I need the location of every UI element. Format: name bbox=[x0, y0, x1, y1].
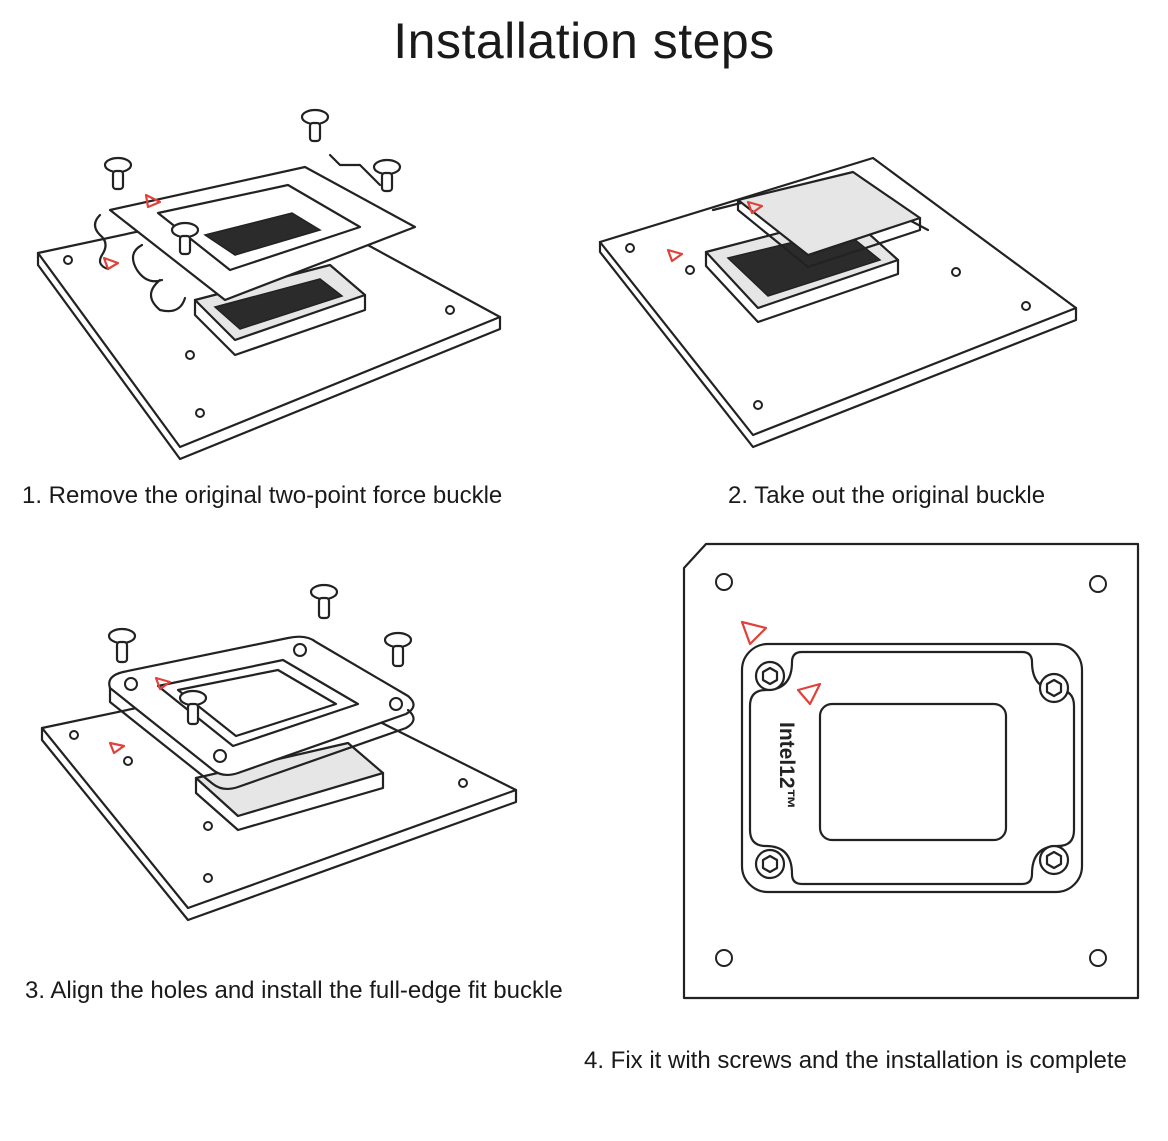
step4-illustration: Intel12™ bbox=[682, 542, 1140, 1000]
mounting-hole-icon bbox=[195, 408, 205, 418]
mounting-hole-icon bbox=[685, 265, 695, 275]
mounting-hole-icon bbox=[203, 873, 213, 883]
torx-screw-icon bbox=[754, 848, 786, 880]
step3-caption: 3. Align the holes and install the full-… bbox=[25, 977, 563, 1004]
installed-buckle: Intel12™ bbox=[740, 642, 1084, 894]
mounting-hole-icon bbox=[1089, 575, 1107, 593]
page-title: Installation steps bbox=[393, 13, 775, 69]
mounting-hole-icon bbox=[445, 305, 455, 315]
step4-caption: 4. Fix it with screws and the installati… bbox=[584, 1047, 1127, 1074]
brand-label: Intel12™ bbox=[775, 722, 798, 810]
mounting-hole-icon bbox=[389, 697, 403, 711]
mounting-hole-icon bbox=[715, 949, 733, 967]
screw-icon bbox=[178, 689, 208, 726]
mounting-hole-icon bbox=[1021, 301, 1031, 311]
cpu-window bbox=[818, 702, 1008, 842]
step2-caption: 2. Take out the original buckle bbox=[728, 482, 1046, 509]
alignment-triangle-icon bbox=[740, 620, 768, 646]
screw-icon bbox=[103, 156, 133, 191]
alignment-triangle-icon bbox=[746, 200, 764, 215]
motherboard-plate bbox=[598, 156, 1078, 449]
mounting-hole-icon bbox=[951, 267, 961, 277]
mounting-hole-icon bbox=[124, 677, 138, 691]
alignment-triangle-icon bbox=[102, 256, 120, 271]
mounting-hole-icon bbox=[63, 255, 73, 265]
cpu-socket bbox=[194, 741, 385, 832]
screw-icon bbox=[309, 583, 339, 620]
torx-screw-icon bbox=[1038, 672, 1070, 704]
mounting-hole-icon bbox=[715, 573, 733, 591]
step1-illustration bbox=[36, 108, 502, 461]
alignment-triangle-icon bbox=[144, 193, 162, 209]
original-buckle-frame bbox=[93, 153, 417, 313]
step3-illustration bbox=[40, 583, 518, 922]
mounting-hole-icon bbox=[1089, 949, 1107, 967]
mounting-hole-icon bbox=[69, 730, 79, 740]
mounting-hole-icon bbox=[293, 643, 307, 657]
alignment-triangle-icon bbox=[154, 676, 172, 691]
screw-icon bbox=[170, 221, 200, 256]
mounting-hole-icon bbox=[203, 821, 213, 831]
screw-icon bbox=[372, 158, 402, 193]
alignment-triangle-icon bbox=[108, 741, 126, 755]
step2-illustration bbox=[598, 156, 1078, 449]
screw-icon bbox=[300, 108, 330, 143]
torx-screw-icon bbox=[754, 660, 786, 692]
step1-caption: 1. Remove the original two-point force b… bbox=[22, 482, 503, 509]
alignment-triangle-icon bbox=[666, 248, 684, 263]
screw-icon bbox=[107, 627, 137, 664]
full-edge-fit-buckle bbox=[108, 635, 415, 791]
removed-buckle bbox=[736, 170, 922, 269]
mounting-hole-icon bbox=[213, 749, 227, 763]
mounting-hole-icon bbox=[185, 350, 195, 360]
screw-icon bbox=[383, 631, 413, 668]
mounting-hole-icon bbox=[753, 400, 763, 410]
alignment-triangle-icon bbox=[796, 682, 822, 706]
mounting-hole-icon bbox=[625, 243, 635, 253]
torx-screw-icon bbox=[1038, 844, 1070, 876]
mounting-hole-icon bbox=[123, 756, 133, 766]
mounting-hole-icon bbox=[458, 778, 468, 788]
